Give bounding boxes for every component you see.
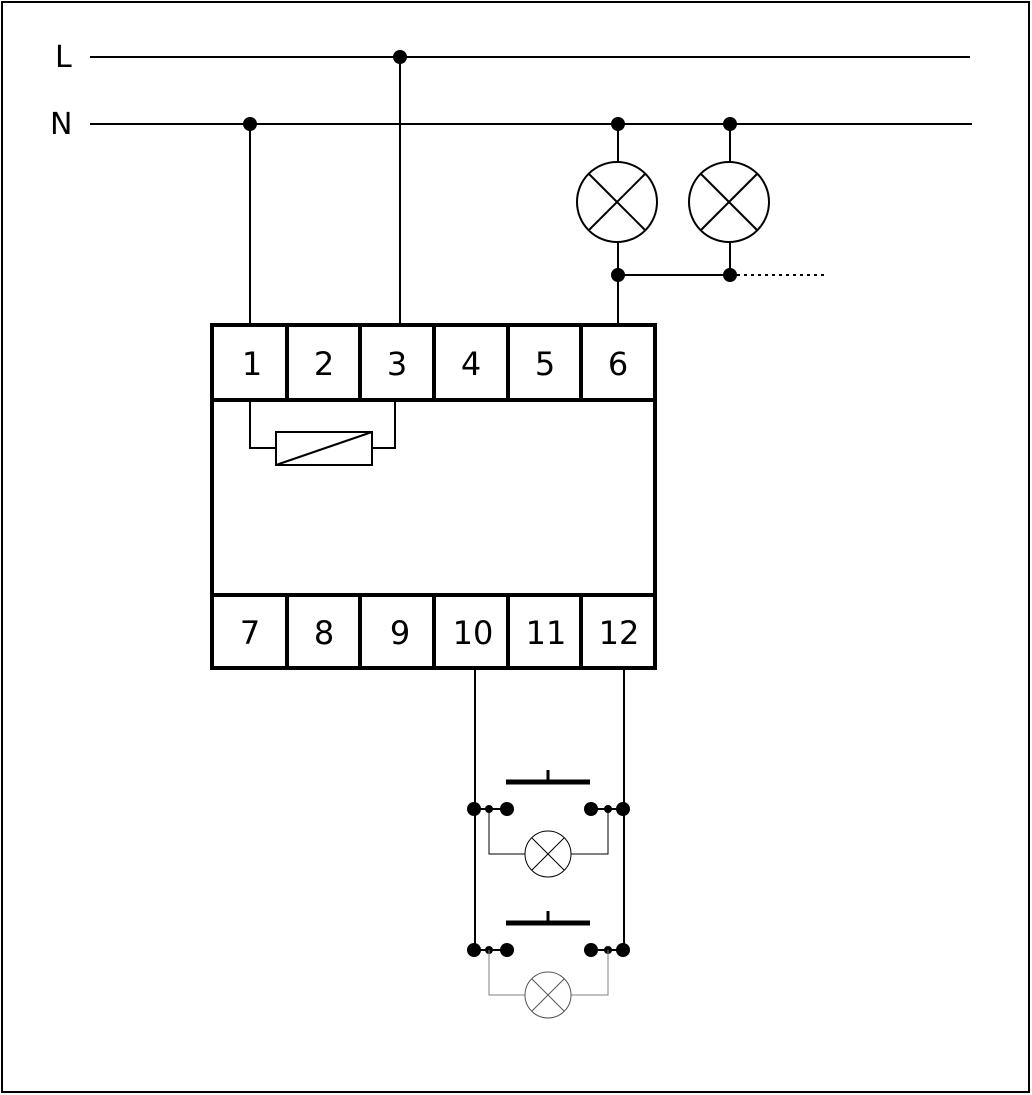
terminal-6: 6 bbox=[608, 345, 628, 383]
terminal-12: 12 bbox=[599, 614, 640, 652]
terminal-11: 11 bbox=[526, 614, 567, 652]
terminal-4: 4 bbox=[461, 345, 481, 383]
pushbutton-2 bbox=[467, 911, 630, 1019]
neutral-label: N bbox=[50, 107, 72, 142]
lamp-icon bbox=[688, 161, 770, 243]
junction-dots bbox=[243, 50, 737, 282]
terminal-7: 7 bbox=[240, 614, 260, 652]
top-terminals: 1 2 3 4 5 6 bbox=[242, 345, 628, 383]
bottom-terminals: 7 8 9 10 11 12 bbox=[240, 614, 640, 652]
terminal-2: 2 bbox=[314, 345, 334, 383]
terminal-1: 1 bbox=[242, 345, 262, 383]
terminal-10: 10 bbox=[453, 614, 494, 652]
lamp-icon bbox=[576, 161, 658, 243]
relay-module bbox=[210, 323, 657, 670]
terminal-8: 8 bbox=[314, 614, 334, 652]
terminal-5: 5 bbox=[535, 345, 555, 383]
terminal-3: 3 bbox=[387, 345, 407, 383]
relay-coil-icon bbox=[249, 400, 396, 466]
pushbutton-1 bbox=[467, 770, 630, 878]
terminal-9: 9 bbox=[390, 614, 410, 652]
indicator-lamp-icon bbox=[524, 830, 572, 878]
phase-label: L bbox=[55, 40, 72, 75]
indicator-lamp-icon bbox=[524, 971, 572, 1019]
